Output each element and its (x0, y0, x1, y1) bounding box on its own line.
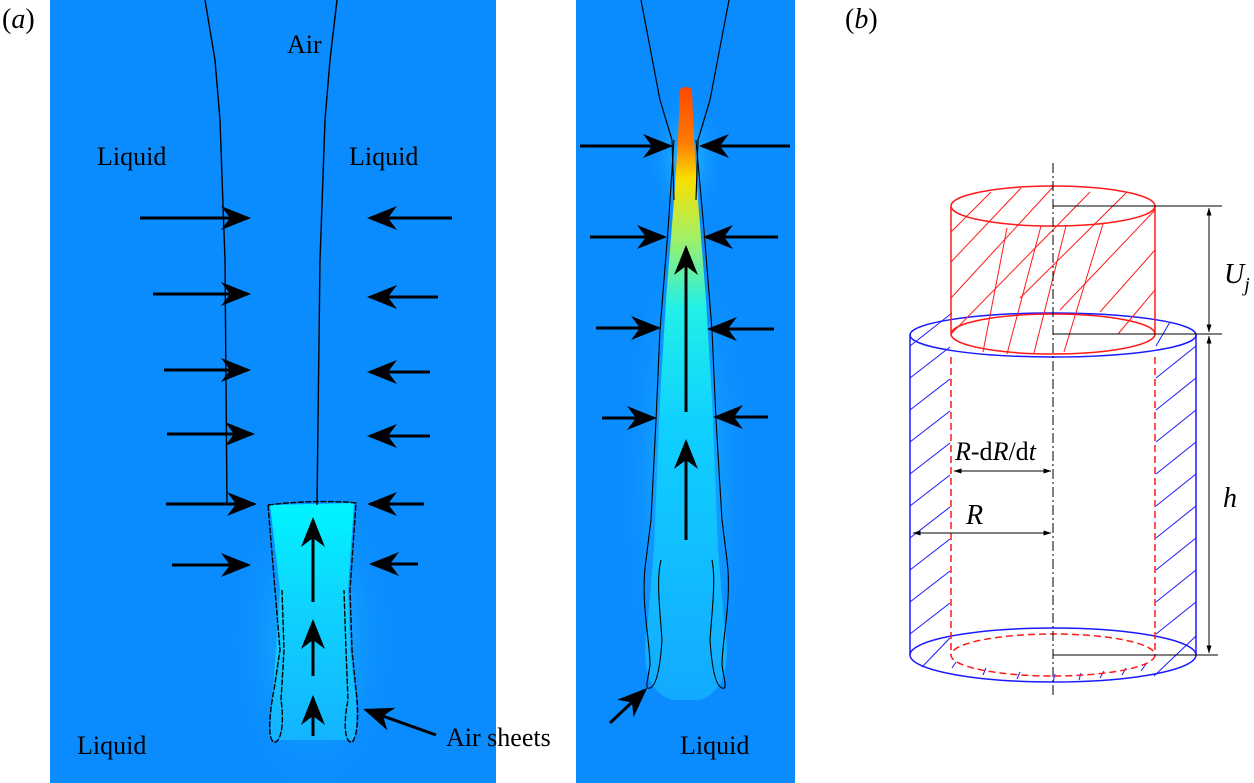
liquid-label-left: Liquid (97, 142, 166, 171)
uj-label: Uj (1224, 259, 1250, 296)
right-cavity-outline-left (640, 0, 675, 201)
left-jet-outline (267, 500, 359, 743)
liquid-label-right-snapshot: Liquid (680, 731, 749, 760)
right-inward-arrows (367, 206, 452, 576)
snapshot-divider (496, 0, 502, 783)
dimension-h (1053, 335, 1218, 656)
liquid-label-right: Liquid (349, 142, 418, 171)
left-simulation-snapshot: Air Liquid Liquid Liquid (50, 0, 496, 783)
air-sheets-pointer-right (608, 687, 648, 725)
panel-b-label: (b) (845, 4, 878, 35)
right-cavity-outline-right (695, 0, 730, 201)
left-inward-arrows (140, 206, 257, 577)
outer-radius-label: R (965, 500, 983, 531)
panel-a: (a) (2, 0, 795, 783)
panel-a-label: (a) (2, 4, 35, 35)
inner-radius-label: R-dR/dt (954, 437, 1037, 466)
dimension-uj (1053, 205, 1222, 335)
air-label: Air (287, 30, 322, 59)
h-label: h (1223, 483, 1237, 514)
right-jet-outline (643, 139, 675, 689)
right-simulation-snapshot: Liquid (576, 0, 795, 783)
air-sheets-pointer-left (363, 707, 437, 737)
panel-b: (b) (845, 4, 1250, 698)
right-jet-outline-2 (695, 139, 729, 689)
jet-cylinder-hatching (950, 186, 1156, 355)
air-sheets-label: Air sheets (446, 723, 551, 752)
outer-wall-hatching-left (909, 312, 953, 668)
liquid-label-bottom: Liquid (77, 731, 146, 760)
outer-wall-hatching-right (1153, 321, 1197, 677)
right-snapshot-inward-arrows (580, 134, 790, 430)
left-cavity-outline-right (316, 0, 338, 506)
